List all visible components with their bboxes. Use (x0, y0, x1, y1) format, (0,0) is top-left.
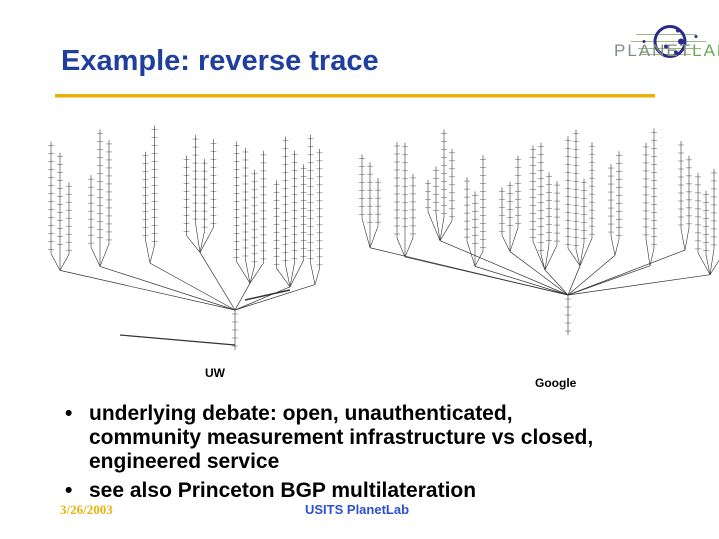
trace-edge (245, 259, 251, 284)
trace-edge (567, 249, 686, 296)
trace-edge (99, 266, 236, 311)
trace-edge (575, 249, 581, 266)
trace-edge (567, 265, 581, 296)
trace-edge (614, 239, 620, 256)
trace-edge (119, 334, 236, 346)
trace-edge (310, 262, 316, 285)
planetlab-logo-text: PLANETLAB (614, 41, 719, 60)
bullet-list: underlying debate: open, unauthenticated… (62, 402, 609, 508)
footer-title: USITS PlanetLab (305, 502, 410, 517)
trace-edge (396, 237, 406, 258)
trace-edge (249, 265, 255, 284)
trace-edge (234, 286, 291, 311)
trace-edge (50, 253, 61, 271)
trace-edge (244, 289, 291, 301)
trace-edge (199, 227, 214, 253)
trace-edge (186, 235, 201, 253)
trace-edge (474, 266, 569, 296)
trace-edge (361, 218, 371, 248)
trace-edge (195, 223, 201, 253)
trace-edge (435, 214, 441, 241)
trace-edge (567, 265, 651, 296)
trace-edge (680, 228, 686, 251)
trace-edge (90, 247, 101, 267)
trace-edge (234, 283, 251, 311)
uw-trace-tree (48, 125, 323, 350)
trace-edge (99, 243, 110, 267)
bullet-item: underlying debate: open, unauthenticated… (62, 402, 609, 474)
title-divider (55, 94, 655, 98)
planetlab-logo-icon (631, 25, 706, 58)
trace-edge (579, 238, 593, 266)
trace-edge (474, 251, 484, 267)
trace-edge (249, 262, 264, 284)
trace-edge (427, 211, 441, 241)
trace-edge (404, 256, 569, 296)
trace-edge (285, 264, 291, 287)
trace-edge (501, 235, 511, 252)
trace-edge (369, 226, 379, 248)
trace-edge (59, 270, 236, 311)
trace-edge (439, 220, 453, 241)
trace-edge (149, 245, 155, 264)
trace-edge (439, 217, 445, 241)
trace-edge (276, 268, 291, 287)
trace-edge (709, 259, 719, 275)
trace-edge (439, 240, 569, 296)
footer-date: 3/26/2003 (60, 502, 113, 517)
trace-edge (645, 238, 651, 266)
trace-edge (579, 242, 585, 266)
trace-edge (544, 244, 550, 271)
trace-edge (540, 254, 546, 271)
trace-edge (610, 235, 616, 256)
trace-edge (509, 227, 519, 252)
trace-edge (199, 252, 236, 311)
trace-edge (697, 252, 711, 275)
reverse-trace-diagram (48, 125, 719, 350)
trace-edge (289, 260, 304, 287)
trace-edge (145, 239, 151, 264)
uw-label: UW (205, 366, 225, 380)
slide-title: Example: reverse trace (61, 45, 379, 77)
trace-edge (567, 254, 616, 296)
trace-edge (199, 231, 205, 253)
trace-edge (289, 262, 295, 287)
trace-edge (236, 261, 251, 284)
bullet-item: see also Princeton BGP multilateration (62, 479, 609, 503)
trace-edge (567, 274, 711, 296)
trace-edge (709, 248, 715, 275)
trace-edge (544, 244, 558, 271)
trace-edge (705, 254, 711, 275)
trace-edge (404, 237, 414, 258)
google-trace-tree (359, 128, 719, 335)
trace-edge (149, 262, 236, 311)
trace-edge (59, 254, 70, 271)
trace-edge (314, 268, 320, 285)
trace-edge (544, 269, 569, 296)
trace-edge (509, 251, 569, 296)
trace-edge (532, 241, 546, 271)
trace-edge (234, 284, 316, 311)
google-label: Google (535, 376, 577, 390)
trace-edge (567, 248, 581, 266)
trace-edge (466, 241, 476, 267)
trace-edge (684, 227, 690, 251)
